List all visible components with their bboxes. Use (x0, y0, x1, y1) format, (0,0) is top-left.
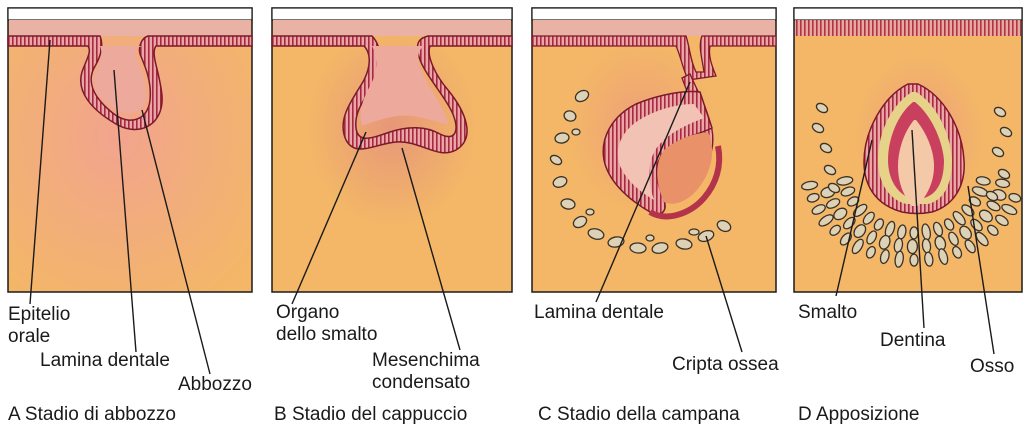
panel-a-subsurface (9, 20, 251, 36)
panel-a-surface (8, 8, 252, 20)
bone-fragment (646, 235, 654, 241)
panel-b-subsurface (273, 20, 511, 36)
label-epitelio-orale: Epitelio orale (8, 304, 70, 348)
bone-fragment (689, 229, 699, 235)
panel-c-subsurface (533, 20, 775, 36)
bone-fragment (910, 227, 918, 239)
panel-d-subsurface (795, 20, 1021, 36)
caption-panel-b: B Stadio del cappuccio (274, 404, 467, 426)
panel-a-bud-stage (8, 8, 252, 292)
bone-fragment (586, 209, 594, 215)
label-dentina: Dentina (880, 330, 946, 352)
panel-c-surface (532, 8, 776, 20)
label-smalto: Smalto (798, 302, 857, 324)
panel-d-apposition (794, 8, 1022, 292)
bone-fragment (907, 239, 917, 253)
label-cripta-ossea: Cripta ossea (672, 354, 779, 376)
caption-panel-c: C Stadio della campana (538, 404, 740, 426)
panel-c-bell-stage (532, 8, 776, 292)
label-osso: Osso (970, 356, 1014, 378)
label-lamina-dentale-c: Lamina dentale (534, 302, 664, 324)
label-abbozzo: Abbozzo (178, 374, 252, 396)
label-organo-dello-smalto: Organo dello smalto (276, 302, 377, 346)
label-mesenchima-condensato: Mesenchima condensato (372, 350, 480, 394)
caption-panel-a: A Stadio di abbozzo (8, 404, 176, 426)
caption-panel-d: D Apposizione (798, 404, 919, 426)
bone-fragment (910, 254, 918, 266)
label-lamina-dentale-a: Lamina dentale (40, 350, 170, 372)
panel-b-cap-stage (272, 8, 512, 292)
panel-b-surface (272, 8, 512, 20)
bone-fragment (572, 129, 580, 135)
panel-d-surface (794, 8, 1022, 20)
